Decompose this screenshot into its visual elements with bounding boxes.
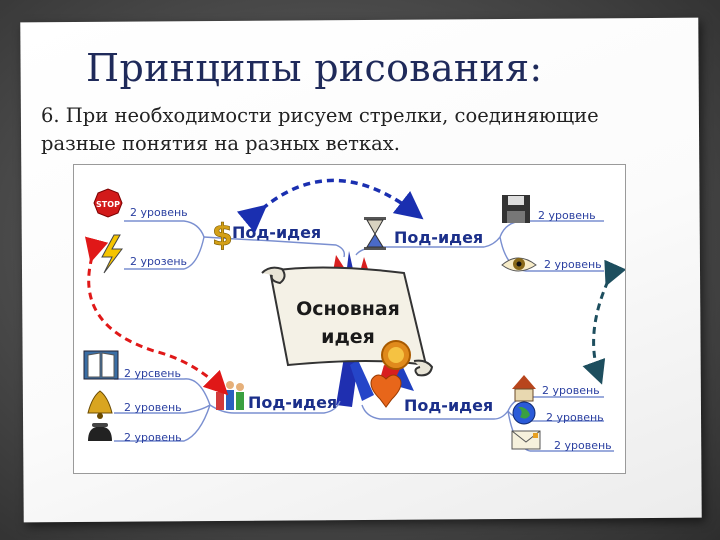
mind-map-svg: Основная идея STOP 2 уровень 2 урозень $…	[83, 178, 625, 452]
red-dashed-arrow	[84, 236, 229, 396]
eye-icon	[501, 257, 537, 272]
mind-map-diagram: Основная идея STOP 2 уровень 2 урозень $…	[73, 164, 626, 474]
bell-icon	[87, 390, 113, 419]
central-idea-label-line2: идея	[321, 326, 375, 348]
hourglass-icon	[364, 217, 386, 250]
level-label: 2 уровень	[546, 411, 604, 424]
level-label: 2 уровень	[124, 431, 182, 444]
slide-point-text: 6. При необходимости рисуем стрелки, сое…	[41, 104, 599, 155]
level-label: 2 уровень	[542, 384, 600, 397]
svg-text:STOP: STOP	[96, 200, 120, 209]
globe-icon	[512, 401, 536, 425]
phone-icon	[88, 423, 112, 441]
level-label: 2 уровень	[538, 209, 596, 222]
slide-title: Принципы рисования:	[86, 46, 543, 90]
central-idea-label-line1: Основная	[296, 298, 400, 320]
level-label: 2 урсвень	[124, 367, 181, 380]
level-label: 2 уровень	[124, 401, 182, 414]
heart-icon	[370, 374, 402, 408]
lightning-icon	[101, 234, 123, 274]
level-label: 2 уровень	[544, 258, 602, 271]
subidea-label: Под-идея	[394, 228, 483, 247]
envelope-icon	[511, 430, 541, 450]
teal-dashed-arrow	[582, 259, 625, 385]
people-icon	[216, 381, 244, 410]
level-label: 2 уровень	[554, 439, 612, 452]
floppy-disk-icon	[502, 195, 530, 223]
stop-sign-icon: STOP	[93, 188, 123, 218]
dollar-icon: $	[212, 218, 233, 254]
blue-dashed-arrow	[236, 178, 424, 234]
subidea-label: Под-идея	[404, 396, 493, 415]
level-label: 2 урозень	[130, 255, 187, 268]
svg-text:$: $	[212, 218, 233, 253]
central-idea-scroll: Основная идея	[261, 266, 434, 377]
book-icon	[83, 350, 119, 380]
subidea-label: Под-идея	[232, 223, 321, 242]
level-label: 2 уровень	[130, 206, 188, 219]
subidea-label: Под-идея	[248, 393, 337, 412]
house-icon	[512, 375, 536, 402]
